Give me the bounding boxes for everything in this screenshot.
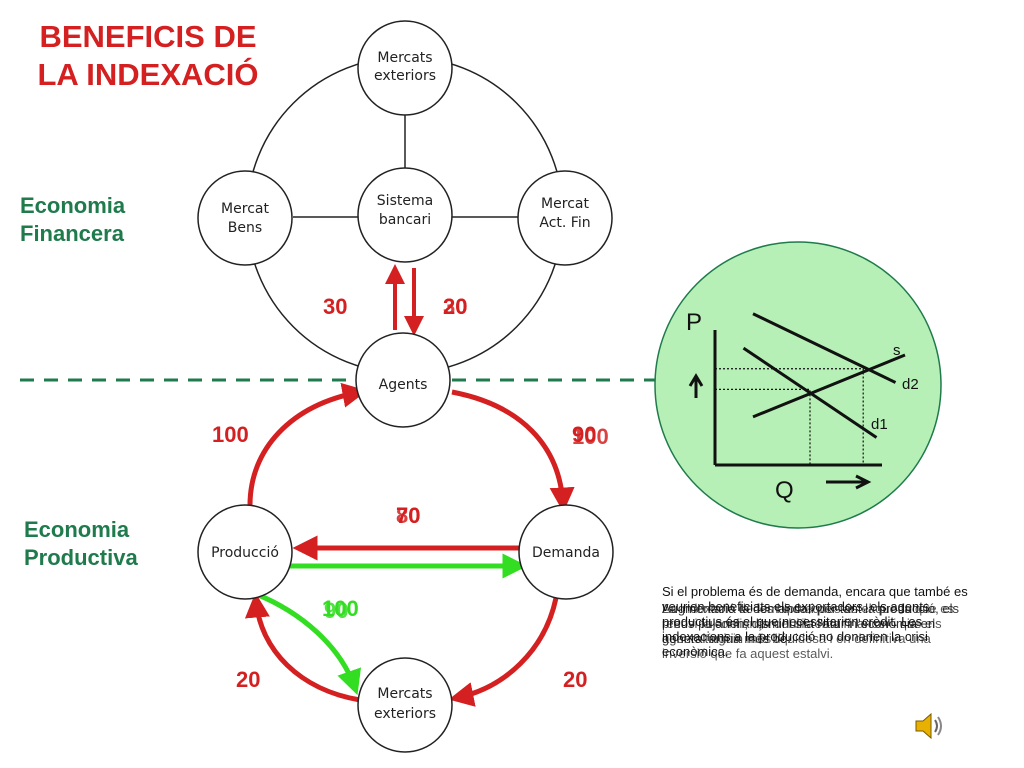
- svg-text:Producció: Producció: [211, 545, 279, 561]
- arrow-exteriors-to-produccio: [244, 592, 361, 703]
- flow-value-produccio-exteriors-b: 90: [324, 598, 348, 623]
- node-sistema-bancari: Sistema bancari: [357, 167, 453, 263]
- svg-text:Mercats: Mercats: [377, 50, 432, 66]
- note-text-production: Augmentaria la demanda i per tant la pro…: [662, 601, 960, 646]
- svg-text:Agents: Agents: [379, 377, 428, 393]
- chart-equilibrium-guide-d1: [715, 388, 811, 465]
- chart-line-d1: [742, 346, 878, 439]
- price-up-arrow-icon: [688, 373, 704, 398]
- node-mercats-exteriors-top: Mercats exteriors: [357, 20, 453, 116]
- arrow-agents-to-demanda: [451, 389, 575, 513]
- chart-ylabel: P: [686, 309, 702, 336]
- flow-value-produccio-exteriors-a: 100: [322, 596, 359, 621]
- svg-text:Sistema: Sistema: [377, 193, 433, 209]
- flow-value-right-bank-b: 30: [443, 294, 467, 319]
- flow-value-demanda-produccio-a: 70: [396, 503, 420, 528]
- flow-value-demanda-produccio-b: 80: [396, 503, 420, 528]
- chart-line-s: [752, 353, 906, 419]
- chart-series-label-d2: d2: [902, 376, 919, 393]
- node-agents: Agents: [355, 332, 451, 428]
- supply-demand-chart: P Q s d2 d1: [654, 241, 942, 529]
- node-mercats-exteriors-bottom: Mercats exteriors: [357, 657, 453, 753]
- node-mercat-bens: Mercat Bens: [197, 170, 293, 266]
- chart-equilibrium-guide-d2: [715, 368, 864, 465]
- flow-value-exteriors-produccio: 20: [236, 667, 260, 692]
- page-title: BENEFICIS DE LA INDEXACIÓ: [37, 19, 259, 92]
- node-demanda: Demanda: [518, 504, 614, 600]
- arrow-demanda-to-exteriors: [448, 597, 559, 707]
- flow-value-right-bank-a: 20: [443, 294, 467, 319]
- flow-value-agents-demanda-b: 100: [572, 424, 609, 449]
- svg-text:Bens: Bens: [228, 220, 262, 236]
- chart-series-label-d1: d1: [871, 416, 888, 433]
- section-label-productive: Economia Productiva: [24, 517, 138, 570]
- flow-value-left-bank: 30: [323, 294, 347, 319]
- speaker-icon[interactable]: [912, 708, 948, 749]
- svg-text:Mercats: Mercats: [377, 686, 432, 702]
- chart-series-label-s: s: [893, 342, 901, 359]
- svg-text:bancari: bancari: [379, 212, 431, 228]
- chart-line-d2: [752, 312, 897, 384]
- arrow-produccio-to-exteriors: [255, 591, 362, 696]
- svg-text:Mercat: Mercat: [541, 196, 589, 212]
- quantity-right-arrow-icon: [826, 474, 872, 490]
- svg-text:exteriors: exteriors: [374, 706, 436, 722]
- svg-text:Demanda: Demanda: [532, 545, 600, 561]
- flow-value-agents-demanda-a: 90: [572, 422, 596, 447]
- svg-text:Mercat: Mercat: [221, 201, 269, 217]
- flow-value-demanda-exteriors: 20: [563, 667, 587, 692]
- chart-xlabel: Q: [775, 477, 794, 504]
- flow-value-produccio-agents: 100: [212, 422, 249, 447]
- node-produccio: Producció: [197, 504, 293, 600]
- svg-text:exteriors: exteriors: [374, 68, 436, 84]
- svg-text:Act. Fin: Act. Fin: [539, 215, 590, 231]
- note-text-mortgage: La indexació de les hipoteques és el que…: [662, 601, 954, 661]
- node-mercat-act-fin: Mercat Act. Fin: [517, 170, 613, 266]
- section-label-financial: Economia Financera: [20, 193, 126, 246]
- note-text-demand: Si el problema és de demanda, encara que…: [662, 584, 968, 659]
- arrow-produccio-to-agents: [247, 382, 368, 506]
